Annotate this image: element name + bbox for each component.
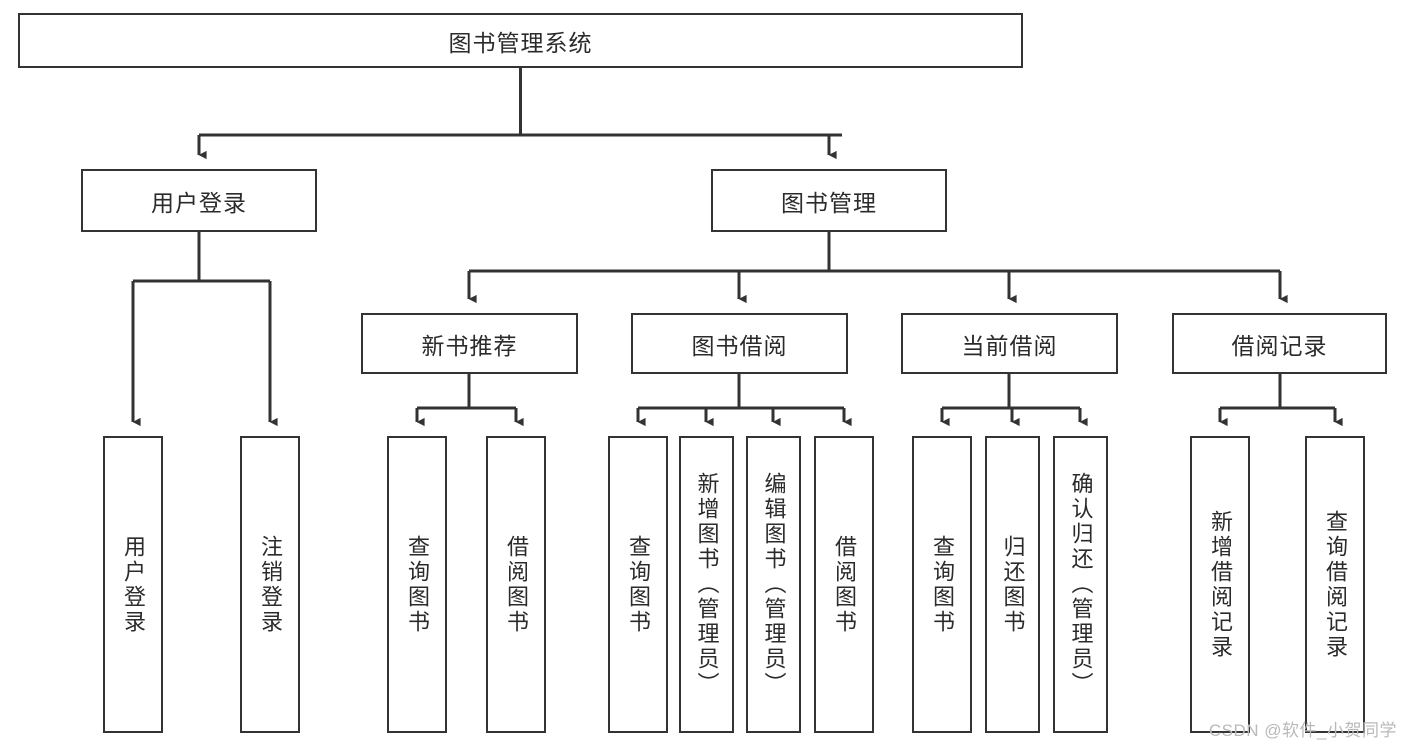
node-leaf-add-borrow-record-label: 新增借阅记录 xyxy=(1208,509,1233,660)
node-leaf-confirm-return-admin[interactable]: 确认归还（管理员） xyxy=(1053,436,1108,733)
node-leaf-logout-login[interactable]: 注销登录 xyxy=(240,436,300,733)
node-leaf-query-book-2-label: 查询图书 xyxy=(626,534,651,635)
node-leaf-user-login[interactable]: 用户登录 xyxy=(103,436,163,733)
node-book-borrow[interactable]: 图书借阅 xyxy=(631,313,848,374)
node-leaf-return-book-label: 归还图书 xyxy=(1000,534,1026,635)
node-leaf-query-borrow-record[interactable]: 查询借阅记录 xyxy=(1305,436,1365,733)
node-leaf-query-book-1[interactable]: 查询图书 xyxy=(387,436,447,733)
node-borrow-record-label: 借阅记录 xyxy=(1231,332,1328,359)
node-leaf-query-borrow-record-label: 查询借阅记录 xyxy=(1323,509,1348,660)
node-user-login-label: 用户登录 xyxy=(151,189,247,216)
node-leaf-add-borrow-record[interactable]: 新增借阅记录 xyxy=(1190,436,1250,733)
node-leaf-confirm-return-admin-label: 确认归还（管理员） xyxy=(1068,472,1094,697)
node-leaf-logout-login-label: 注销登录 xyxy=(258,534,283,635)
node-root-label: 图书管理系统 xyxy=(448,29,593,56)
node-leaf-query-book-3-label: 查询图书 xyxy=(930,534,955,635)
node-leaf-edit-book-admin[interactable]: 编辑图书（管理员） xyxy=(746,436,801,733)
node-leaf-query-book-2[interactable]: 查询图书 xyxy=(608,436,668,733)
node-current-borrow[interactable]: 当前借阅 xyxy=(901,313,1118,374)
node-new-book-recommend[interactable]: 新书推荐 xyxy=(361,313,578,374)
node-leaf-return-book[interactable]: 归还图书 xyxy=(985,436,1040,733)
node-root[interactable]: 图书管理系统 xyxy=(18,13,1023,68)
node-leaf-add-book-admin[interactable]: 新增图书（管理员） xyxy=(679,436,734,733)
node-new-book-recommend-label: 新书推荐 xyxy=(421,332,518,359)
node-leaf-borrow-book-2[interactable]: 借阅图书 xyxy=(814,436,874,733)
node-leaf-query-book-1-label: 查询图书 xyxy=(405,534,430,635)
node-leaf-borrow-book-1-label: 借阅图书 xyxy=(504,534,529,635)
node-book-manage-label: 图书管理 xyxy=(781,189,877,216)
node-book-manage[interactable]: 图书管理 xyxy=(711,169,947,232)
csdn-watermark: CSDN @软件_小贺同学 xyxy=(1208,721,1397,740)
node-book-borrow-label: 图书借阅 xyxy=(691,332,788,359)
node-leaf-query-book-3[interactable]: 查询图书 xyxy=(912,436,972,733)
node-current-borrow-label: 当前借阅 xyxy=(961,332,1058,359)
node-leaf-borrow-book-1[interactable]: 借阅图书 xyxy=(486,436,546,733)
node-user-login[interactable]: 用户登录 xyxy=(81,169,317,232)
node-leaf-add-book-admin-label: 新增图书（管理员） xyxy=(694,472,720,697)
node-leaf-user-login-label: 用户登录 xyxy=(121,534,146,635)
node-leaf-edit-book-admin-label: 编辑图书（管理员） xyxy=(761,472,787,697)
node-leaf-borrow-book-2-label: 借阅图书 xyxy=(832,534,857,635)
node-borrow-record[interactable]: 借阅记录 xyxy=(1172,313,1387,374)
